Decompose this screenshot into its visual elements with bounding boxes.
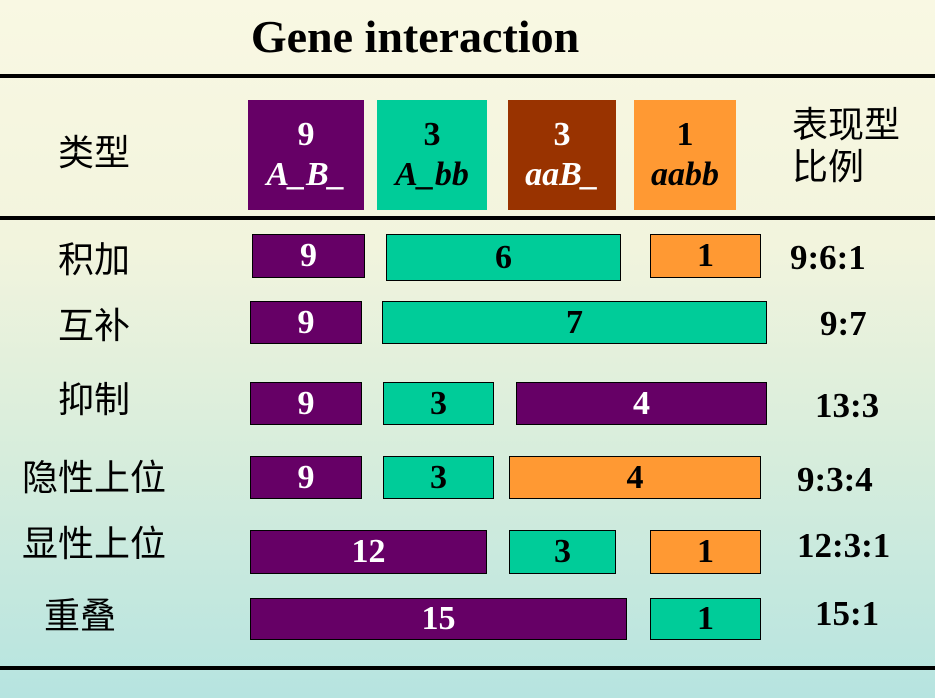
bar-segment: 9 (250, 456, 362, 499)
genotype-box-aaB_: 3 aaB_ (508, 100, 616, 210)
genotype-count: 3 (553, 116, 571, 153)
ratio-value: 9:6:1 (790, 238, 866, 277)
genotype-name: A_bb (395, 156, 469, 193)
ratio-value: 9:7 (820, 304, 867, 343)
row-label-inhibitory: 抑制 (58, 380, 131, 420)
row-label-additive: 积加 (58, 240, 131, 280)
bar-segment: 1 (650, 598, 761, 640)
bar-segment: 6 (386, 234, 621, 281)
ratio-value: 9:3:4 (797, 460, 873, 499)
row-label-recessive-epistasis: 隐性上位 (22, 458, 167, 498)
bar-segment: 3 (383, 456, 494, 499)
slide-title: Gene interaction (250, 11, 580, 62)
ratio-value: 15:1 (815, 594, 880, 633)
genotype-box-A_bb: 3 A_bb (377, 100, 487, 210)
header-top-rule (0, 74, 935, 78)
genotype-count: 3 (423, 116, 441, 153)
ratio-header-line-2: 比例 (792, 147, 865, 187)
bar-segment: 12 (250, 530, 487, 574)
bar-segment: 7 (382, 301, 767, 344)
bar-segment: 9 (250, 301, 362, 344)
ratio-column-header: 表现型 比例 (792, 104, 900, 188)
genotype-name: aaB_ (525, 156, 599, 193)
ratio-value: 12:3:1 (797, 526, 891, 565)
row-label-duplicate: 重叠 (44, 596, 117, 636)
ratio-value: 13:3 (815, 386, 880, 425)
bar-segment: 4 (509, 456, 761, 499)
genotype-count: 9 (297, 116, 315, 153)
bar-segment: 1 (650, 530, 761, 574)
bar-segment: 9 (252, 234, 365, 278)
genotype-name: aabb (651, 156, 719, 193)
bar-segment: 3 (509, 530, 616, 574)
bar-segment: 9 (250, 382, 362, 425)
bar-segment: 3 (383, 382, 494, 425)
type-column-header: 类型 (58, 133, 131, 173)
genotype-box-aabb: 1 aabb (634, 100, 736, 210)
genotype-name: A_B_ (266, 156, 346, 193)
bar-segment: 15 (250, 598, 627, 640)
genotype-box-A_B_: 9 A_B_ (248, 100, 364, 210)
row-label-complementary: 互补 (58, 306, 131, 346)
table-bottom-rule (0, 666, 935, 670)
bar-segment: 4 (516, 382, 767, 425)
row-label-dominant-epistasis: 显性上位 (22, 524, 167, 564)
genotype-count: 1 (676, 116, 694, 153)
bar-segment: 1 (650, 234, 761, 278)
ratio-header-line-1: 表现型 (792, 105, 901, 145)
header-bottom-rule (0, 216, 935, 220)
